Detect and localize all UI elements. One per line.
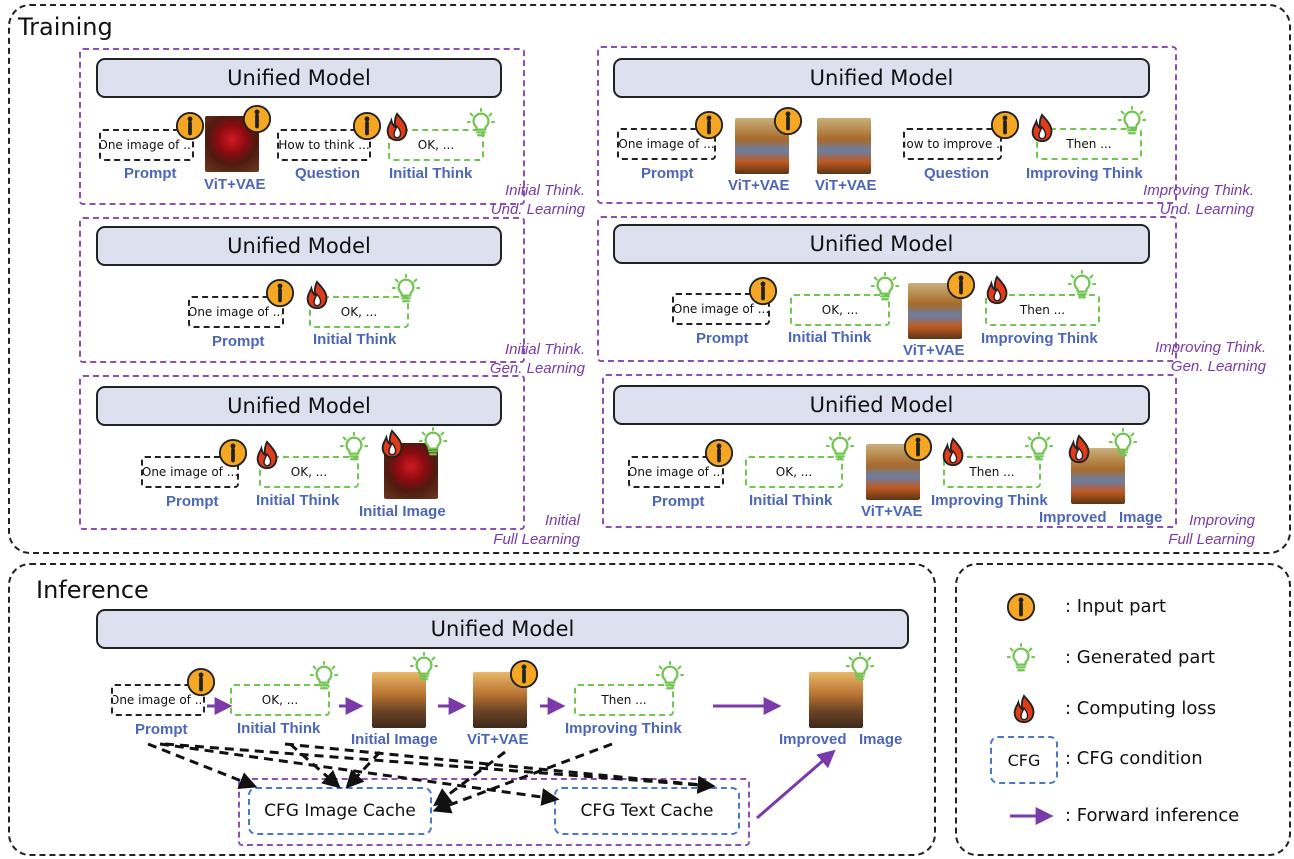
panel-improving-und (597, 46, 1177, 204)
legend-loss: : Computing loss (1065, 698, 1217, 719)
vit-label: ViT+VAE (815, 177, 877, 194)
vit-label: ViT+VAE (728, 177, 790, 194)
legend-frame (955, 563, 1291, 856)
image-label: Initial Image (351, 731, 438, 748)
prompt-label: Prompt (212, 333, 265, 350)
vit-label: ViT+VAE (467, 731, 529, 748)
think-label: Initial Think (313, 331, 397, 348)
inference-title: Inference (36, 576, 149, 604)
vit-label: ViT+VAE (861, 503, 923, 520)
cfg-cache-group (238, 778, 750, 846)
question-box-pu: How to improve ... (903, 128, 1002, 160)
final-image-label: Improved Image (779, 731, 903, 748)
legend-generated: : Generated part (1065, 647, 1215, 668)
legend-cfg: : CFG condition (1065, 748, 1203, 769)
prompt-box-inf: One image of ... (111, 684, 205, 716)
think-box-inf1: OK, ... (230, 684, 330, 716)
prompt-label: Prompt (641, 165, 694, 182)
prompt-label: Prompt (166, 493, 219, 510)
cfg-arrow (164, 742, 716, 794)
final-image (809, 672, 863, 728)
training-frame (8, 4, 1291, 554)
cfg-arrow (345, 750, 382, 789)
image-label: Improved Image (1039, 509, 1163, 526)
think-label: Improving Think (981, 330, 1098, 347)
think-label: Initial Think (256, 492, 340, 509)
prompt-box-iu: One image of ... (99, 129, 194, 161)
shoe-image (817, 118, 871, 174)
panel-tag-initial-und: Initial Think. Und. Learning (490, 182, 585, 218)
panel-tag-initial-gen: Initial Think. Gen. Learning (489, 341, 585, 377)
model-inference: Unified Model (96, 609, 909, 649)
legend-input: : Input part (1065, 596, 1167, 617)
panel-improving-full (602, 374, 1177, 528)
prompt-label: Prompt (135, 721, 188, 738)
image-label: Initial Image (359, 503, 446, 520)
think-label: Improving Think (931, 492, 1048, 509)
prompt-label: Prompt (696, 330, 749, 347)
think-label: Initial Think (237, 720, 321, 737)
legend-cfg-box: CFG (990, 736, 1058, 784)
think-box-ig: OK, ... (309, 296, 409, 328)
panel-improving-gen (597, 216, 1177, 362)
think-box-inf2: Then ... (574, 684, 674, 716)
think-label: Improving Think (565, 720, 682, 737)
model-improving-gen: Unified Model (613, 224, 1150, 264)
cfg-arrow (284, 742, 716, 794)
panel-tag-improving-full: Improving Full Learning (1168, 512, 1255, 548)
training-title: Training (18, 13, 113, 41)
vit-label: ViT+VAE (204, 176, 266, 193)
think-label: Initial Think (389, 165, 473, 182)
think-box-pu: Then ... (1036, 128, 1142, 160)
think-label: Initial Think (788, 329, 872, 346)
panel-tag-initial-full: Initial Full Learning (493, 512, 580, 548)
legend-forward: : Forward inference (1065, 805, 1240, 826)
cfg-arrow (147, 742, 258, 790)
model-initial-und: Unified Model (96, 58, 502, 98)
think-box-pg1: OK, ... (790, 294, 890, 326)
panel-tag-improving-gen: Improving Think. Gen. Learning (1155, 339, 1266, 375)
model-improving-full: Unified Model (613, 385, 1150, 425)
cfg-arrow (432, 742, 613, 814)
panel-initial-full (79, 375, 525, 530)
think-box-pf1: OK, ... (745, 456, 843, 488)
question-label: Question (924, 165, 990, 182)
prompt-box-ig: One image of ... (188, 296, 284, 328)
question-label: Question (295, 165, 361, 182)
think-label: Initial Think (749, 492, 833, 509)
model-improving-und: Unified Model (613, 58, 1150, 98)
prompt-label: Prompt (124, 165, 177, 182)
panel-initial-gen (79, 217, 525, 363)
model-initial-gen: Unified Model (96, 226, 502, 266)
cat-image (372, 672, 426, 728)
inference-frame (8, 563, 936, 856)
prompt-label: Prompt (652, 493, 705, 510)
cfg-arrow (289, 742, 341, 789)
panel-initial-und (79, 48, 525, 205)
vit-label: ViT+VAE (903, 342, 965, 359)
question-box-iu: How to think ... (277, 129, 371, 161)
cfg-text-cache: CFG Text Cache (554, 787, 740, 835)
panel-tag-improving-und: Improving Think. Und. Learning (1143, 182, 1254, 218)
model-initial-full: Unified Model (96, 386, 502, 426)
forward-arrow (756, 749, 836, 820)
think-label: Improving Think (1026, 165, 1143, 182)
